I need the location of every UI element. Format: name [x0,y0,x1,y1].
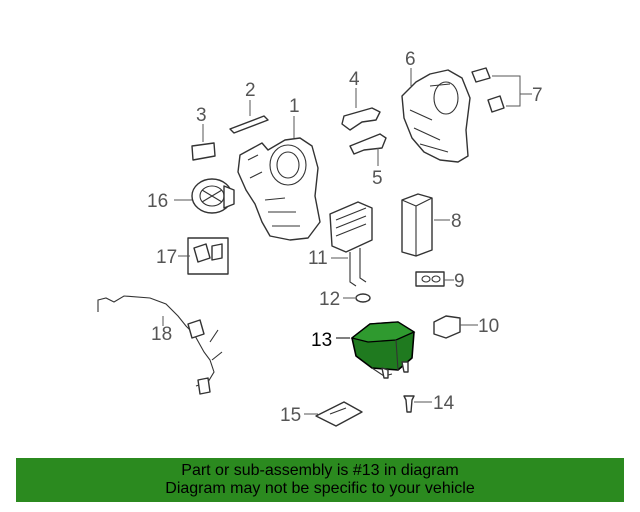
callout-9: 9 [454,271,465,292]
callout-4: 4 [349,69,360,90]
callout-17: 17 [156,247,177,268]
callout-2: 2 [245,80,256,101]
part-8-module[interactable] [401,193,433,257]
part-15-plate[interactable] [315,401,363,427]
info-banner: Part or sub-assembly is #13 in diagram D… [16,458,624,502]
part-6-distribution-case[interactable] [401,69,471,163]
banner-line-2: Diagram may not be specific to your vehi… [165,480,475,497]
callout-7: 7 [532,85,543,106]
callout-15: 15 [280,405,301,426]
part-5-bracket[interactable] [349,133,387,155]
part-9-gasket[interactable] [415,271,445,287]
callout-8: 8 [451,211,462,232]
callout-10: 10 [478,316,499,337]
callout-14: 14 [433,393,455,414]
callout-13: 13 [311,330,332,351]
part-17-resistor[interactable] [187,237,229,275]
callout-6: 6 [405,49,416,70]
callout-5: 5 [372,168,383,189]
callout-12: 12 [319,289,340,310]
callout-1: 1 [289,96,300,117]
part-18-wiring-harness[interactable] [97,295,223,395]
part-12-o-ring[interactable] [355,293,371,303]
part-10-sensor[interactable] [433,315,461,339]
callout-3: 3 [196,105,207,126]
part-11-heater-core[interactable] [329,201,373,287]
part-3-filter[interactable] [191,142,216,161]
part-14-fastener[interactable] [403,395,415,413]
banner-line-1: Part or sub-assembly is #13 in diagram [181,462,459,479]
part-16-blower-motor[interactable] [191,178,235,214]
callout-11: 11 [308,248,328,269]
part-1-hvac-case[interactable] [237,137,321,241]
part-7-actuators[interactable] [471,67,505,113]
part-13-evaporator-case-highlighted[interactable] [350,321,416,379]
callout-16: 16 [147,191,168,212]
callout-18: 18 [151,324,172,345]
part-4-bracket[interactable] [341,107,381,131]
exploded-parts-diagram: 1 2 3 4 5 6 [97,49,543,427]
part-2-seal[interactable] [229,115,269,134]
